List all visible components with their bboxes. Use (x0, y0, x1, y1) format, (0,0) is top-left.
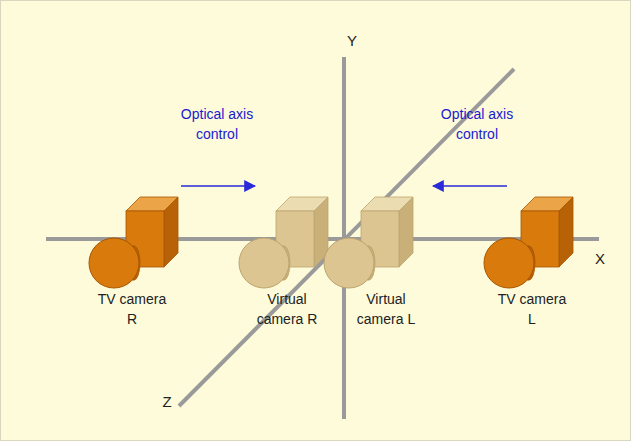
camera-symbol (239, 197, 328, 288)
axis-label: Z (152, 392, 182, 412)
camera-label: Virtual camera R (250, 289, 324, 329)
camera-symbol (324, 197, 413, 288)
camera-label: TV camera L (495, 289, 569, 329)
axis-label: X (585, 249, 615, 269)
camera-label: Virtual camera L (349, 289, 423, 329)
camera-symbol (484, 197, 573, 288)
camera-label: TV camera R (95, 289, 169, 329)
axis-label: Y (337, 31, 367, 51)
control-arrows (181, 186, 507, 187)
camera-symbol (89, 197, 178, 288)
axis-control-arrow (433, 185, 507, 187)
axis-control-arrow (181, 185, 255, 187)
control-label: Optical axis control (425, 104, 529, 144)
control-label: Optical axis control (165, 104, 269, 144)
axes (46, 57, 599, 419)
